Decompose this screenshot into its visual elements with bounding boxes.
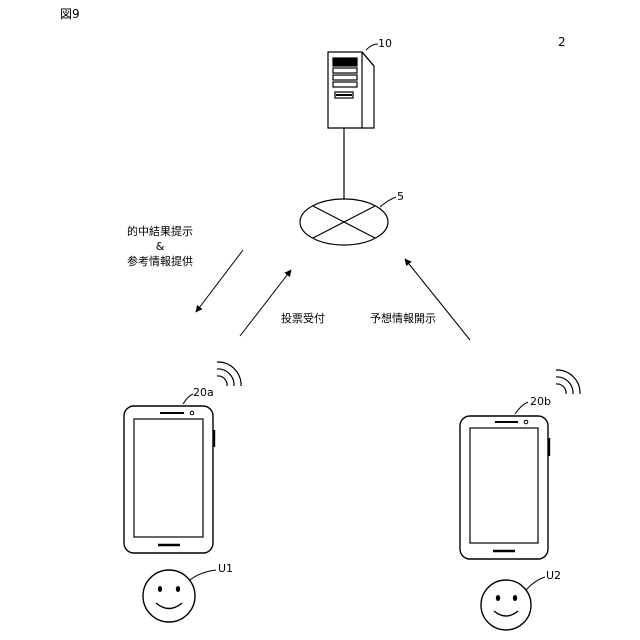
phone-a-reference-number: 20a [193,387,214,398]
phone-a-ref-leader [183,394,193,404]
signal-waves-b-icon [556,370,580,394]
figure-label: 図9 [60,8,80,20]
vote-arrow-label: 投票受付 [281,313,325,324]
phone-b-ref-leader [515,402,528,414]
predict-arrow-label: 予想情報開示 [370,313,436,324]
server-icon [328,52,374,128]
network-reference-number: 5 [397,191,404,202]
server-ref-leader [366,44,378,50]
result-label-line-2: & [100,239,220,254]
result-label-line-1: 的中結果提示 [100,224,220,239]
user-1-face-icon [143,570,195,622]
result-label-line-3: 参考情報提供 [100,254,220,269]
user-1-ref-leader [190,570,216,580]
user-2-face-icon [481,580,531,630]
user-2-reference: U2 [546,570,561,581]
phone-b-reference-number: 20b [530,396,551,407]
smartphone-a-icon [124,406,214,553]
server-reference-number: 10 [378,38,392,49]
result-arrow-label: 的中結果提示 & 参考情報提供 [100,224,220,269]
network-node-icon [300,199,388,245]
network-ref-leader [380,197,396,207]
user-2-ref-leader [526,577,545,590]
signal-waves-a-icon [217,362,241,386]
vote-arrow [240,270,291,336]
diagram-reference-number: 2 [558,36,566,48]
user-1-reference: U1 [218,563,233,574]
predict-arrow [405,259,470,340]
smartphone-b-icon [460,416,549,559]
